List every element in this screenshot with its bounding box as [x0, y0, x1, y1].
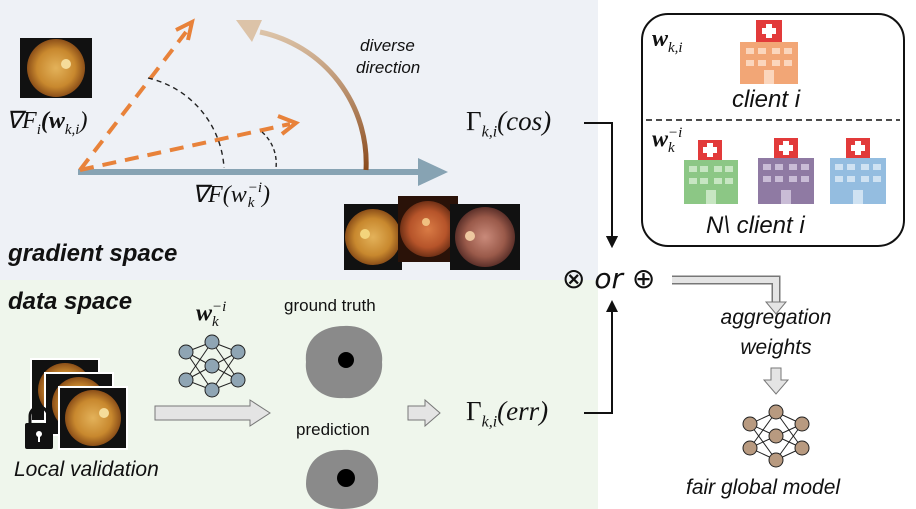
client-i-label: client i — [732, 86, 801, 113]
lock-icon — [25, 405, 53, 449]
client-box-w2-sub: k — [668, 140, 675, 156]
ground-truth-mask — [305, 325, 383, 399]
fundus-thumbnail — [20, 38, 92, 98]
other-clients-label: N\ client i — [706, 212, 805, 239]
gamma-err-sub: k,i — [481, 413, 498, 431]
fair-model-network-icon — [742, 404, 810, 468]
gamma-err-symbol: Γ — [466, 396, 482, 426]
connector-box — [606, 236, 618, 248]
hospital-icon-green — [684, 140, 738, 204]
aggregation-to-model-arrow — [762, 367, 790, 395]
ground-truth-label: ground truth — [284, 296, 376, 315]
gamma-cos-arg: (cos) — [497, 106, 552, 136]
global-gradient-close: ) — [262, 182, 271, 208]
aggregation-line2: weights — [740, 336, 812, 359]
local-gradient-arg-sub: k,i — [64, 121, 80, 138]
global-gradient-sup: −i — [247, 180, 263, 197]
fair-global-model-label: fair global model — [686, 476, 841, 499]
local-validation-images — [30, 358, 128, 450]
global-gradient-sub: k — [247, 195, 255, 212]
combine-to-aggregation-arrow — [672, 275, 788, 315]
local-gradient-close: ) — [79, 108, 88, 134]
fundus-stack — [344, 196, 520, 270]
local-gradient-label: ∇Fi(wk,i) — [6, 106, 87, 139]
aggregation-weights-label: aggregation weights — [710, 306, 842, 360]
hospital-icon-purple — [758, 138, 814, 204]
diverse-label-line2: direction — [356, 58, 421, 77]
hospital-icon-client-i — [740, 20, 798, 84]
client-box-w2-sup: −i — [668, 125, 683, 141]
client-box-w-sub: k,i — [668, 39, 683, 56]
local-gradient-arrow-upper — [78, 18, 195, 172]
data-space-label: data space — [8, 288, 133, 315]
gamma-cos-sub: k,i — [481, 123, 498, 141]
model-w-sub: k — [212, 314, 219, 330]
model-w: w — [196, 300, 213, 327]
validation-to-model-arrow — [154, 399, 271, 427]
diverse-label-line1: diverse — [360, 36, 415, 55]
diverse-direction-label: diverse direction — [356, 36, 420, 78]
connector-cos — [584, 122, 618, 248]
diverse-direction-arc — [236, 20, 369, 171]
gamma-cos-label: Γk,i(cos) — [466, 106, 551, 141]
client-box-weight-label: wk,i — [652, 26, 683, 57]
gradient-space-label: gradient space — [8, 240, 178, 267]
client-box-w: w — [652, 26, 669, 52]
angle-arc-small — [261, 131, 277, 169]
model-w-sup: −i — [212, 299, 227, 315]
global-gradient-symbol: ∇F(w — [192, 182, 247, 208]
prediction-to-err-arrow — [407, 398, 441, 428]
hospital-icon-blue — [830, 138, 886, 204]
local-gradient-sub: i — [36, 121, 41, 138]
combine-operator: ⊗ or ⊕ — [562, 262, 656, 295]
local-gradient-arg: (w — [40, 108, 65, 134]
connector-err — [584, 300, 618, 414]
angle-arc-large — [147, 77, 225, 169]
client-box-w2: w — [652, 126, 669, 153]
gamma-err-arg: (err) — [497, 396, 549, 426]
prediction-label: prediction — [296, 420, 370, 439]
local-gradient-symbol: ∇F — [6, 108, 37, 134]
neural-network-icon — [178, 334, 246, 398]
aggregation-line1: aggregation — [720, 306, 832, 329]
local-gradient-arrow-lower — [79, 114, 300, 172]
global-gradient-arrow — [78, 158, 448, 186]
prediction-mask — [306, 449, 379, 509]
gamma-cos-symbol: Γ — [466, 106, 482, 136]
gamma-err-label: Γk,i(err) — [466, 396, 548, 431]
local-validation-label: Local validation — [14, 458, 159, 481]
